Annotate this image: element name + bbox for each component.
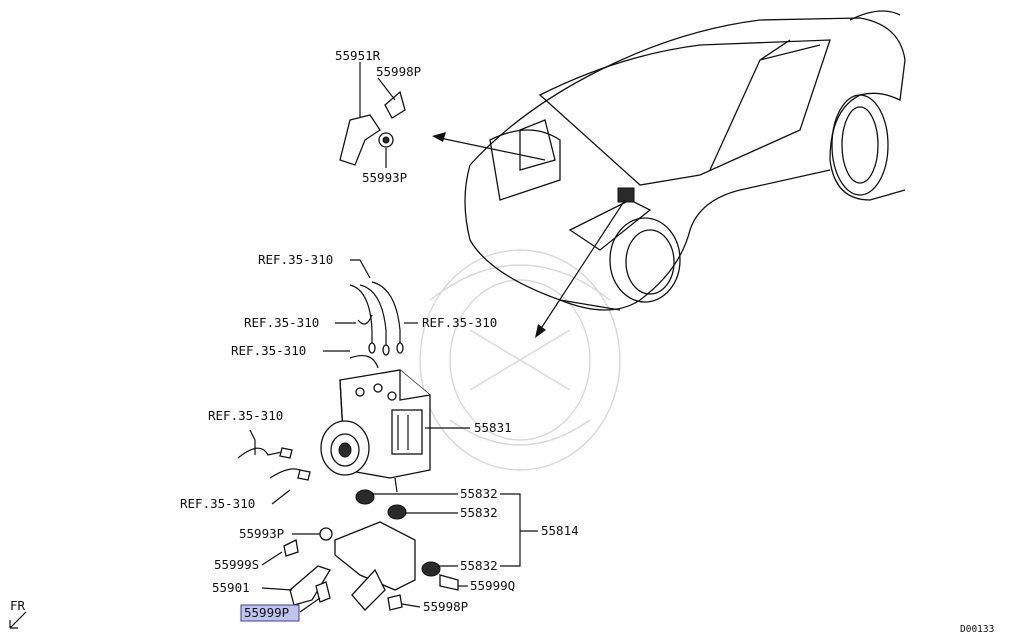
- label-55999S[interactable]: 55999S: [214, 557, 259, 572]
- label-55993P-bottom[interactable]: 55993P: [239, 526, 284, 541]
- label-55993P-top[interactable]: 55993P: [362, 170, 407, 185]
- label-55831[interactable]: 55831: [474, 420, 512, 435]
- diagram-code: D00133: [960, 624, 994, 635]
- label-ref-35-310-2[interactable]: REF.35-310: [244, 315, 319, 330]
- part-labels: 55951R 55998P 55993P REF.35-310 REF.35-3…: [180, 48, 579, 622]
- label-ref-35-310-5[interactable]: REF.35-310: [208, 408, 283, 423]
- front-direction-indicator: FR: [9, 598, 27, 629]
- mounting-bracket: [283, 489, 459, 611]
- label-55832-b[interactable]: 55832: [460, 505, 498, 520]
- brake-pipes: [237, 281, 404, 481]
- label-55999P[interactable]: 55999P: [244, 605, 289, 620]
- top-bracket-assembly: [339, 62, 406, 168]
- label-55832-a[interactable]: 55832: [460, 486, 498, 501]
- label-ref-35-310-4[interactable]: REF.35-310: [231, 343, 306, 358]
- label-55814[interactable]: 55814: [541, 523, 579, 538]
- label-55951R[interactable]: 55951R: [335, 48, 381, 63]
- label-55998P-top[interactable]: 55998P: [376, 64, 421, 79]
- watermark-emblem: [419, 249, 621, 471]
- label-55998P-bottom[interactable]: 55998P: [423, 599, 468, 614]
- front-arrow-icon: [9, 611, 27, 629]
- vehicle-outline: [464, 10, 906, 311]
- leader-lines: [249, 259, 538, 613]
- label-55832-c[interactable]: 55832: [460, 558, 498, 573]
- highlight-55999P: [240, 604, 300, 622]
- pointer-arrows: [432, 132, 626, 338]
- label-ref-35-310-1[interactable]: REF.35-310: [258, 252, 333, 267]
- abs-hydraulic-unit: [320, 369, 431, 493]
- label-55901[interactable]: 55901: [212, 580, 250, 595]
- label-55999Q[interactable]: 55999Q: [470, 578, 515, 593]
- label-ref-35-310-3[interactable]: REF.35-310: [422, 315, 497, 330]
- label-ref-35-310-6[interactable]: REF.35-310: [180, 496, 255, 511]
- fr-label: FR: [10, 598, 26, 613]
